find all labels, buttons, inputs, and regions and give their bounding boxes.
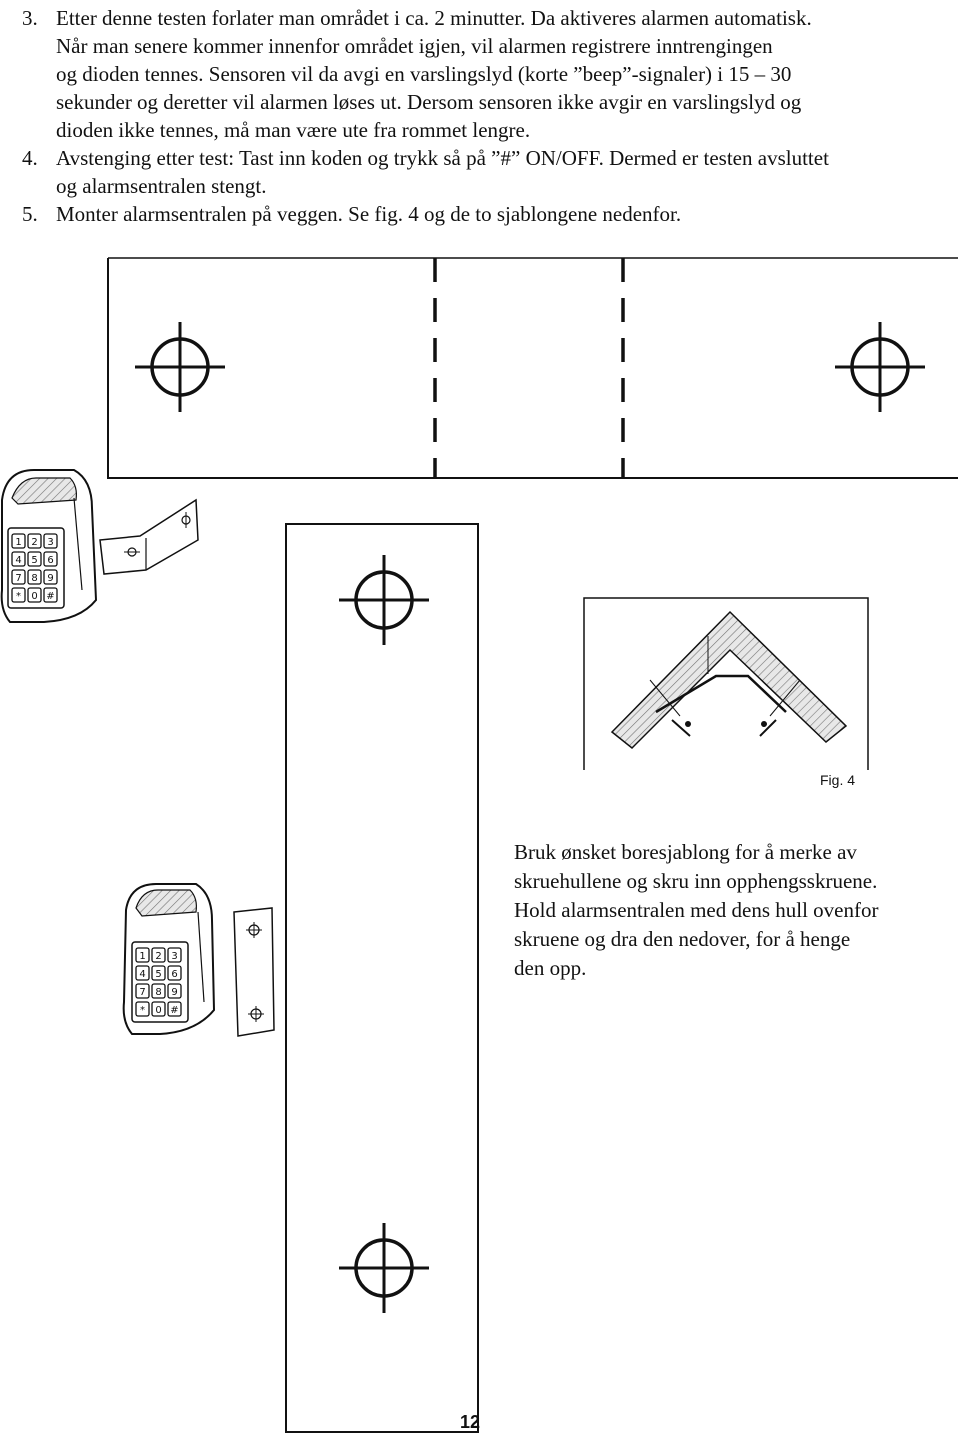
mounting-instructions-note: Bruk ønsket boresjablong for å merke av … bbox=[514, 838, 934, 983]
keypad-key bbox=[167, 983, 182, 999]
corner-drilling-template bbox=[107, 257, 958, 479]
keypad-key-label: # bbox=[46, 591, 54, 602]
keypad-key bbox=[135, 983, 150, 999]
drill-hole-crosshair-icon bbox=[133, 320, 227, 414]
step-line: Etter denne testen forlater man området … bbox=[56, 6, 812, 30]
keypad-key bbox=[27, 533, 42, 549]
keypad-key-label: 4 bbox=[139, 969, 145, 980]
keypad-key bbox=[27, 587, 42, 603]
step-line: og dioden tennes. Sensoren vil da avgi e… bbox=[56, 62, 792, 86]
keypad-key-label: 2 bbox=[31, 537, 37, 548]
keypad-key-label: 7 bbox=[15, 573, 21, 584]
keypad-key-label: 4 bbox=[15, 555, 21, 566]
note-line: skruehullene og skru inn opphengsskruene… bbox=[514, 869, 878, 893]
keypad-key bbox=[135, 1001, 150, 1017]
keypad-key bbox=[135, 965, 150, 981]
keypad-key bbox=[11, 533, 26, 549]
keypad-key-label: 0 bbox=[31, 591, 37, 602]
keypad-key-label: 8 bbox=[155, 987, 161, 998]
keypad-key bbox=[11, 551, 26, 567]
page-number: 12 bbox=[460, 1412, 481, 1432]
note-line: Bruk ønsket boresjablong for å merke av bbox=[514, 840, 857, 864]
step-line: Avstenging etter test: Tast inn koden og… bbox=[56, 146, 829, 170]
keypad-key-label: 5 bbox=[31, 555, 37, 566]
keypad-key bbox=[43, 587, 58, 603]
flat-wall-drilling-template bbox=[285, 523, 479, 1433]
keypad-key bbox=[151, 965, 166, 981]
keypad-key bbox=[151, 947, 166, 963]
keypad-key bbox=[151, 983, 166, 999]
keypad-key-label: 5 bbox=[155, 969, 161, 980]
keypad-key-label: 2 bbox=[155, 951, 161, 962]
step-number: 4. bbox=[22, 146, 38, 170]
keypad-key bbox=[167, 947, 182, 963]
keypad-key bbox=[43, 533, 58, 549]
drill-hole-crosshair-icon bbox=[337, 1221, 431, 1315]
keypad-key bbox=[43, 569, 58, 585]
keypad-key-label: # bbox=[170, 1005, 178, 1016]
keypad-key-label: 1 bbox=[139, 951, 145, 962]
keypad-key bbox=[167, 965, 182, 981]
keypad-key-label: 3 bbox=[171, 951, 177, 962]
drill-hole-crosshair-icon bbox=[833, 320, 927, 414]
keypad-key-label: 3 bbox=[47, 537, 53, 548]
keypad-key bbox=[27, 569, 42, 585]
keypad-key-label: 9 bbox=[171, 987, 177, 998]
keypad-key-label: 8 bbox=[31, 573, 37, 584]
note-line: skruene og dra den nedover, for å henge bbox=[514, 927, 851, 951]
step-line: dioden ikke tennes, må man være ute fra … bbox=[56, 118, 531, 142]
corner-mounting-detail-figure bbox=[583, 597, 869, 770]
step-line: sekunder og deretter vil alarmen løses u… bbox=[56, 90, 802, 114]
step-5: 5. Monter alarmsentralen på veggen. Se f… bbox=[0, 200, 681, 228]
step-number: 3. bbox=[22, 6, 38, 30]
keypad-key bbox=[167, 1001, 182, 1017]
keypad-key-label: 6 bbox=[171, 969, 177, 980]
keypad-key bbox=[27, 551, 42, 567]
keypad-key-label: 1 bbox=[15, 537, 21, 548]
step-line: og alarmsentralen stengt. bbox=[56, 174, 267, 198]
keypad-key-label: * bbox=[16, 591, 21, 602]
step-3: 3. Etter denne testen forlater man områd… bbox=[0, 4, 812, 144]
step-4: 4. Avstenging etter test: Tast inn koden… bbox=[0, 144, 829, 200]
step-line: Når man senere kommer innenfor området i… bbox=[56, 34, 773, 58]
keypad-key-label: 0 bbox=[155, 1005, 161, 1016]
keypad-key bbox=[43, 551, 58, 567]
note-line: den opp. bbox=[514, 956, 587, 980]
step-number: 5. bbox=[22, 202, 38, 226]
figure-caption: Fig. 4 bbox=[820, 772, 856, 788]
keypad-key bbox=[11, 587, 26, 603]
keypad-key-label: 7 bbox=[139, 987, 145, 998]
keypad-key-label: * bbox=[140, 1005, 145, 1016]
keypad-key bbox=[11, 569, 26, 585]
note-line: Hold alarmsentralen med dens hull ovenfo… bbox=[514, 898, 879, 922]
keypad-key bbox=[151, 1001, 166, 1017]
keypad-key-label: 6 bbox=[47, 555, 53, 566]
keypad-key-label: 9 bbox=[47, 573, 53, 584]
drill-hole-crosshair-icon bbox=[337, 553, 431, 647]
step-line: Monter alarmsentralen på veggen. Se fig.… bbox=[56, 202, 682, 226]
keypad-key bbox=[135, 947, 150, 963]
